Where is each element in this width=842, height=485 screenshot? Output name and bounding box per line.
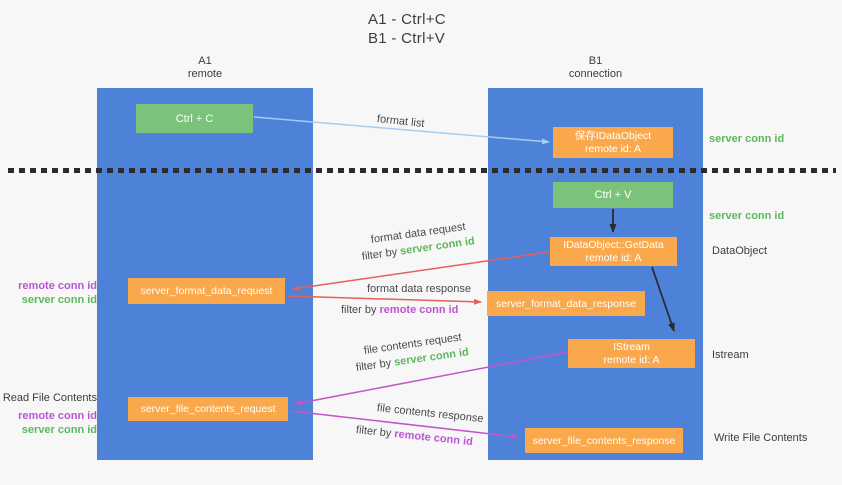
node-getdata-line2: remote id: A xyxy=(585,251,642,264)
column-b1-name: B1 xyxy=(588,55,603,67)
annotation-server-conn-id-ctrlv: server conn id xyxy=(709,210,785,222)
server-format-data-response-label: server_format_data_response xyxy=(495,297,637,310)
node-ctrl-c-label: Ctrl + C xyxy=(175,112,214,125)
node-server-format-data-response: server_format_data_response xyxy=(487,291,645,316)
server-file-contents-request-label: server_file_contents_request xyxy=(140,403,276,415)
node-server-file-contents-response: server_file_contents_response xyxy=(525,428,683,453)
remote-conn-id-text: remote conn id xyxy=(18,280,97,292)
annotation-conn-ids-format: remote conn id server conn id xyxy=(0,279,97,307)
filter-by-text: filter by xyxy=(341,304,377,316)
node-save-idataobject: 保存IDataObject remote id: A xyxy=(553,127,673,158)
annotation-write-file-contents: Write File Contents xyxy=(714,432,808,444)
filter-by-text: filter by xyxy=(355,357,392,374)
column-header-b1: B1 connection xyxy=(488,55,703,81)
node-istream-line1: IStream xyxy=(613,340,650,353)
server-file-contents-response-label: server_file_contents_response xyxy=(532,434,676,447)
filter-by-text: filter by xyxy=(361,246,398,263)
node-save-idataobject-line2: remote id: A xyxy=(584,142,642,155)
node-getdata-line1: IDataObject::GetData xyxy=(563,238,664,251)
node-idataobject-getdata: IDataObject::GetData remote id: A xyxy=(550,237,677,266)
label-filter-by-remote-conn-id-1: filter by remote conn id xyxy=(341,304,458,316)
annotation-dataobject: DataObject xyxy=(712,245,768,257)
annotation-read-file-contents: Read File Contents xyxy=(2,392,97,404)
remote-conn-id-text: remote conn id xyxy=(393,428,474,449)
annotation-server-conn-id-top: server conn id xyxy=(709,133,785,145)
node-istream: IStream remote id: A xyxy=(568,339,695,368)
remote-conn-id-text: remote conn id xyxy=(18,410,97,422)
title-line-1: A1 - Ctrl+C xyxy=(368,11,446,28)
annotation-conn-ids-file: remote conn id server conn id xyxy=(0,409,97,437)
label-format-data-response: format data response xyxy=(367,283,471,295)
label-file-contents-response: file contents response xyxy=(376,402,485,426)
server-format-data-request-label: server_format_data_request xyxy=(140,285,273,297)
node-ctrl-c: Ctrl + C xyxy=(136,104,253,133)
annotation-istream: Istream xyxy=(712,349,749,361)
filter-by-text: filter by xyxy=(355,424,392,440)
node-save-idataobject-line1: 保存IDataObject xyxy=(574,129,652,142)
node-server-format-data-request: server_format_data_request xyxy=(128,278,285,304)
column-a1-subtitle: remote xyxy=(187,68,223,80)
phase-separator-dotted-line xyxy=(8,168,836,173)
server-conn-id-text: server conn id xyxy=(21,424,97,436)
arrow-format-data-response xyxy=(286,295,482,305)
node-ctrl-v-label: Ctrl + V xyxy=(594,189,632,201)
title-line-2: B1 - Ctrl+V xyxy=(368,30,446,47)
remote-conn-id-text: remote conn id xyxy=(379,304,459,316)
node-istream-line2: remote id: A xyxy=(603,353,660,366)
column-b1-subtitle: connection xyxy=(568,68,623,80)
column-header-a1: A1 remote xyxy=(97,55,313,81)
column-a1-name: A1 xyxy=(198,55,212,67)
node-ctrl-v: Ctrl + V xyxy=(553,182,673,208)
diagram-title: A1 - Ctrl+C B1 - Ctrl+V xyxy=(368,10,446,48)
node-server-file-contents-request: server_file_contents_request xyxy=(128,397,288,421)
label-format-list: format list xyxy=(376,113,426,130)
server-conn-id-text: server conn id xyxy=(21,294,97,306)
label-filter-by-remote-conn-id-2: filter by remote conn id xyxy=(355,424,473,448)
